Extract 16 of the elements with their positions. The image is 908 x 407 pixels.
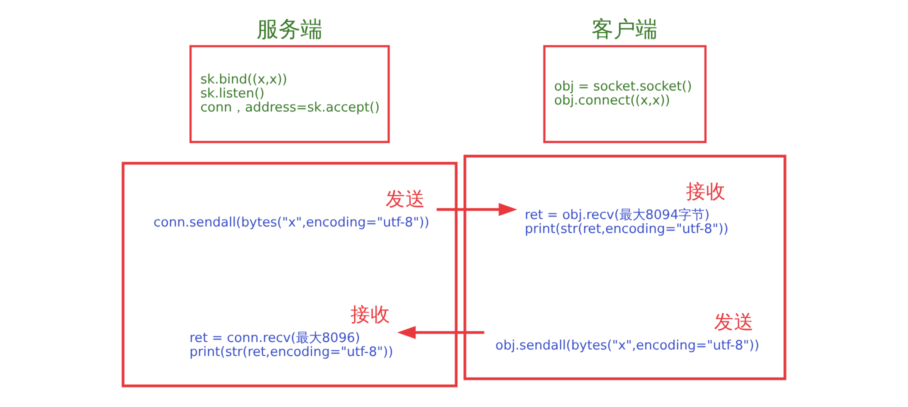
cluster bbox=[464, 154, 786, 380]
arrow bbox=[436, 203, 518, 216]
arrow bbox=[397, 326, 484, 339]
node-text: conn.sendall(bytes("x",encoding="utf-8")) bbox=[154, 215, 430, 230]
node-box: sk.bind((x,x)) sk.listen() conn，address=sk.accept() bbox=[189, 45, 390, 144]
node-text: ret = obj.recv(最大8094字节) print(str(ret,encoding="utf-8")) bbox=[524, 208, 729, 237]
node-label: 发送 bbox=[714, 310, 754, 334]
cluster bbox=[122, 162, 458, 388]
node-label: 服务端 bbox=[256, 17, 322, 42]
node-label: 发送 bbox=[385, 188, 426, 211]
node-label: 接收 bbox=[686, 180, 726, 203]
node-box: obj = socket.socket() obj.connect((x,x)) bbox=[543, 45, 707, 144]
node-label: 客户端 bbox=[592, 17, 658, 42]
node-label: 接收 bbox=[350, 302, 391, 326]
node-text: ret = conn.recv(最大8096) print(str(ret,encoding="utf-8")) bbox=[189, 330, 394, 360]
node-text: obj.sendall(bytes("x",encoding="utf-8")) bbox=[495, 338, 760, 354]
